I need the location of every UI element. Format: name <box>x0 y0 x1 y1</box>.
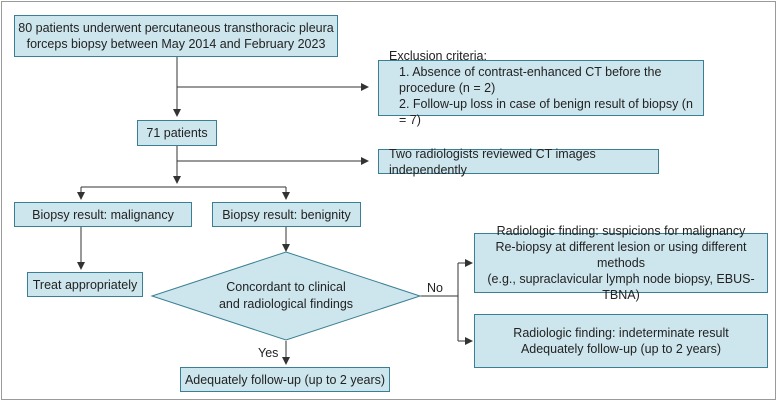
suspicion-line-2: Re-biopsy at different lesion or using d… <box>495 240 747 270</box>
decision-line-1: Concordant to clinical <box>226 280 346 294</box>
patients-label: 71 patients <box>146 126 208 140</box>
decision-line-2: and radiological findings <box>218 297 354 311</box>
indeterminate-line-1: Radiologic finding: indeterminate result <box>513 326 729 340</box>
start-line-1: 80 patients underwent percutaneous trans… <box>18 21 334 35</box>
exclusion-item-1: 1. Absence of contrast-enhanced CT befor… <box>399 65 662 95</box>
followup-label: Adequately follow-up (up to 2 years) <box>184 372 386 387</box>
suspicion-line-3: (e.g., supraclavicular lymph node biopsy… <box>487 272 755 302</box>
exclusion-box: Exclusion criteria: 1. Absence of contra… <box>378 49 704 127</box>
malignancy-box: Biopsy result: malignancy <box>14 202 192 227</box>
suspicion-box: Radiologic finding: suspicions for malig… <box>474 224 768 302</box>
review-box: Two radiologists reviewed CT images inde… <box>378 147 659 177</box>
benignity-box: Biopsy result: benignity <box>212 202 361 227</box>
exclusion-item-2: 2. Follow-up loss in case of benign resu… <box>399 97 693 127</box>
exclusion-title: Exclusion criteria: <box>389 49 487 63</box>
decision-diamond <box>150 251 422 341</box>
malignancy-label: Biopsy result: malignancy <box>32 207 174 222</box>
start-line-2: forceps biopsy between May 2014 and Febr… <box>26 37 326 51</box>
suspicion-line-1: Radiologic finding: suspicions for malig… <box>496 224 746 238</box>
treat-box: Treat appropriately <box>27 272 143 297</box>
patients-box: 71 patients <box>137 120 217 146</box>
start-box: 80 patients underwent percutaneous trans… <box>14 15 338 57</box>
treat-label: Treat appropriately <box>32 277 138 292</box>
indeterminate-box: Radiologic finding: indeterminate result… <box>474 314 768 368</box>
followup-box: Adequately follow-up (up to 2 years) <box>180 367 390 392</box>
no-label: No <box>427 281 443 295</box>
decision-text: Concordant to clinical and radiological … <box>186 279 386 313</box>
benignity-label: Biopsy result: benignity <box>222 207 351 222</box>
review-label: Two radiologists reviewed CT images inde… <box>389 146 596 177</box>
yes-label: Yes <box>258 346 279 360</box>
indeterminate-line-2: Adequately follow-up (up to 2 years) <box>520 342 722 356</box>
